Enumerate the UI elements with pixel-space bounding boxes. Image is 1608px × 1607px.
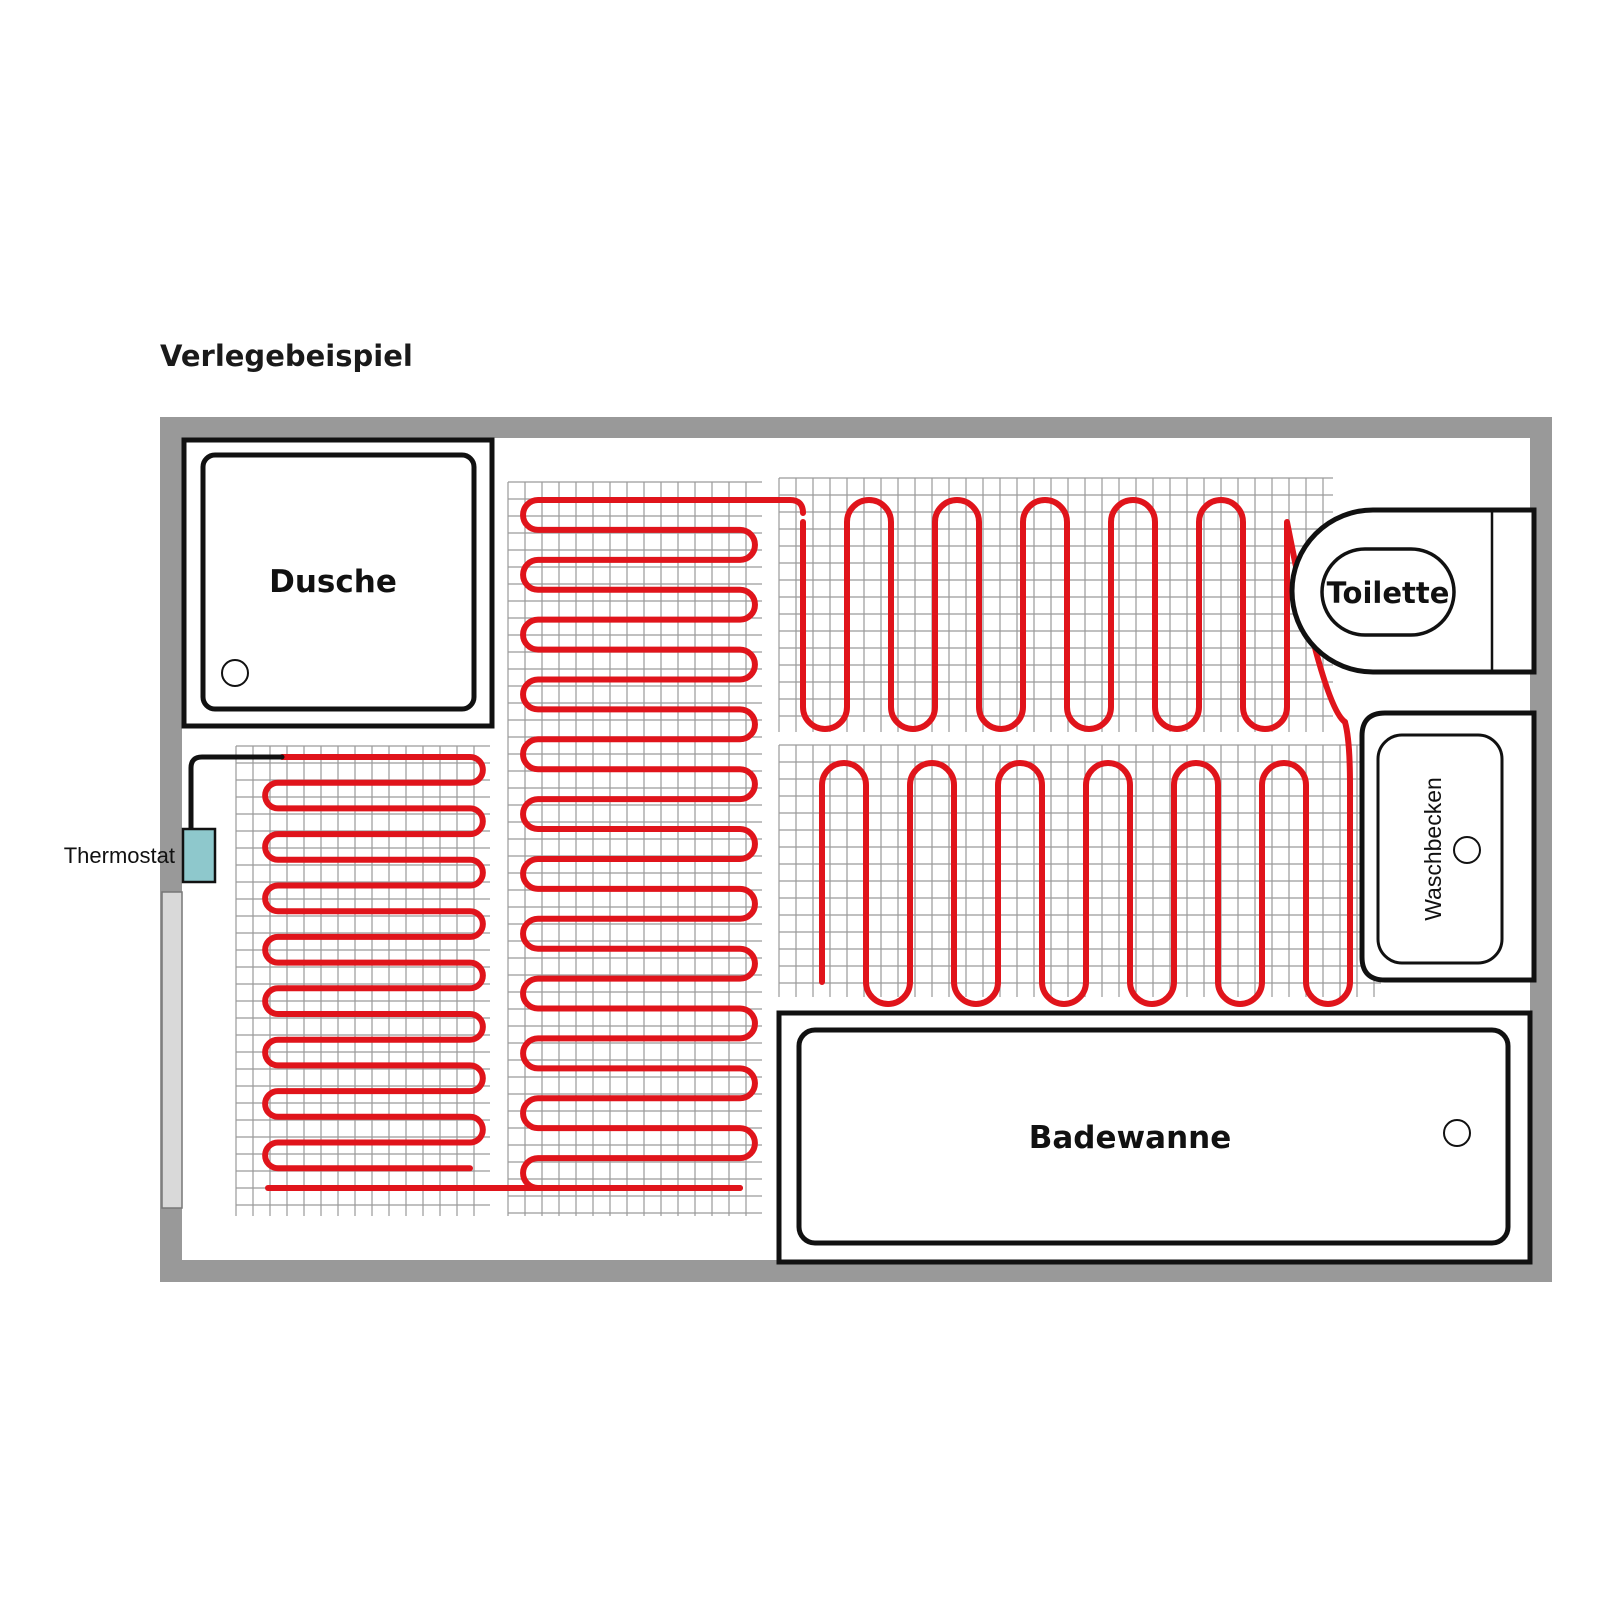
door (161, 891, 183, 1209)
bathtub: Badewanne (776, 1010, 1533, 1265)
heating-cable-bottom-right-mat (819, 719, 1353, 1007)
bathtub-drain-icon (1443, 1119, 1471, 1147)
thermostat-label: Thermostat (64, 843, 175, 868)
heating-cable (262, 497, 1353, 1191)
heating-cable-top-right-mat (800, 497, 1348, 732)
supply-line (188, 754, 285, 832)
heating-cable-left-mat (262, 754, 486, 1172)
sink-drain-icon (1453, 836, 1481, 864)
thermostat: Thermostat (64, 754, 285, 884)
toilet-label: Toilette (1327, 576, 1450, 610)
diagram-title: Verlegebeispiel (160, 339, 413, 373)
heating-cable-middle-mat (520, 497, 806, 1191)
toilet: Toilette (1289, 507, 1537, 675)
shower-drain-icon (221, 659, 249, 687)
thermostat-box (181, 827, 217, 884)
bathtub-label: Badewanne (1029, 1120, 1231, 1156)
mat-grid-left (235, 745, 490, 1216)
sink: Waschbecken (1359, 710, 1537, 983)
sink-label: Waschbecken (1420, 777, 1446, 921)
shower-label: Dusche (269, 564, 397, 600)
shower: Dusche (181, 437, 495, 729)
